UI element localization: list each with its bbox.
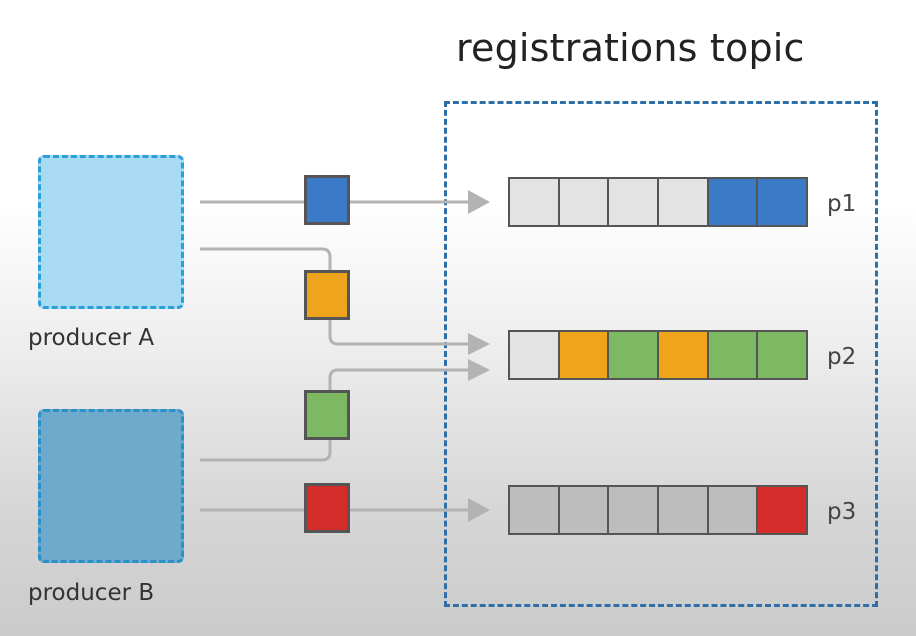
partition-p3 xyxy=(508,485,808,535)
partition-p1-label: p1 xyxy=(827,191,857,217)
partition-p1-cell-4 xyxy=(659,179,707,225)
arrow-b-to-p3-head xyxy=(468,498,490,522)
partition-p1-cell-3 xyxy=(609,179,658,225)
diagram-title: registrations topic xyxy=(456,26,805,70)
partition-p2-cell-2 xyxy=(559,332,608,378)
topic-boundary xyxy=(444,101,878,607)
partition-p1-cell-2 xyxy=(559,179,608,225)
partition-p2-cell-3 xyxy=(609,332,658,378)
partition-p2-label: p2 xyxy=(827,344,857,370)
partition-p2-cell-6 xyxy=(758,332,807,378)
message-blue xyxy=(304,175,350,225)
partition-p2-cell-1 xyxy=(510,332,558,378)
partition-p3-cell-4 xyxy=(659,487,707,533)
producer-b-box xyxy=(38,409,184,563)
partition-p1-cell-6 xyxy=(758,179,807,225)
producer-a-label: producer A xyxy=(28,325,155,351)
message-orange xyxy=(304,270,350,320)
producer-b-label: producer B xyxy=(28,580,155,606)
partition-p3-label: p3 xyxy=(827,499,857,525)
partition-p3-cell-2 xyxy=(559,487,608,533)
partition-p3-cell-5 xyxy=(708,487,757,533)
partition-p3-cell-1 xyxy=(510,487,558,533)
arrow-a-to-p2-head xyxy=(468,333,490,355)
partition-p1-cell-1 xyxy=(510,179,558,225)
partition-p2-cell-4 xyxy=(659,332,707,378)
partition-p3-cell-6 xyxy=(758,487,807,533)
arrow-b-to-p2-head xyxy=(468,359,490,381)
message-green xyxy=(304,390,350,440)
partition-p1-cell-5 xyxy=(708,179,757,225)
arrow-a-to-p1-head xyxy=(468,190,490,214)
partition-p3-cell-3 xyxy=(609,487,658,533)
producer-a-box xyxy=(38,155,184,309)
partition-p2-cell-5 xyxy=(708,332,757,378)
partition-p2 xyxy=(508,330,808,380)
partition-p1 xyxy=(508,177,808,227)
message-red xyxy=(304,483,350,533)
